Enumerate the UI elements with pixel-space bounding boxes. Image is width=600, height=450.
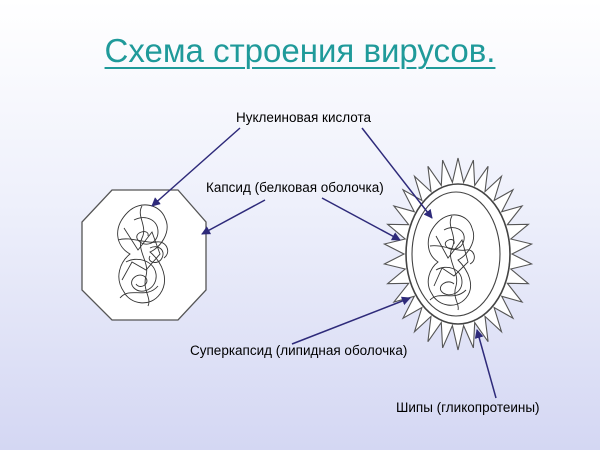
nucleic-acid-left xyxy=(117,204,169,307)
simple-virus xyxy=(81,189,207,321)
nucleic-acid-right xyxy=(427,214,475,311)
label-spikes: Шипы (гликопротеины) xyxy=(396,400,540,415)
arrow-nucleic-right xyxy=(361,127,433,219)
page-title: Схема строения вирусов. xyxy=(104,32,496,69)
arrow-nucleic-left xyxy=(151,127,241,207)
arrow-capsid-right xyxy=(321,197,401,241)
label-supercapsid: Суперкапсид (липидная оболочка) xyxy=(190,343,408,358)
pointer-arrows xyxy=(151,127,497,399)
enveloped-virus xyxy=(382,157,534,351)
label-capsid: Капсид (белковая оболочка) xyxy=(206,180,384,195)
arrow-spikes xyxy=(474,329,497,399)
label-nucleic-acid: Нуклеиновая кислота xyxy=(236,110,372,125)
arrow-supercapsid xyxy=(291,296,411,345)
arrow-capsid-left xyxy=(201,199,266,235)
capsid-octagon xyxy=(81,189,207,321)
